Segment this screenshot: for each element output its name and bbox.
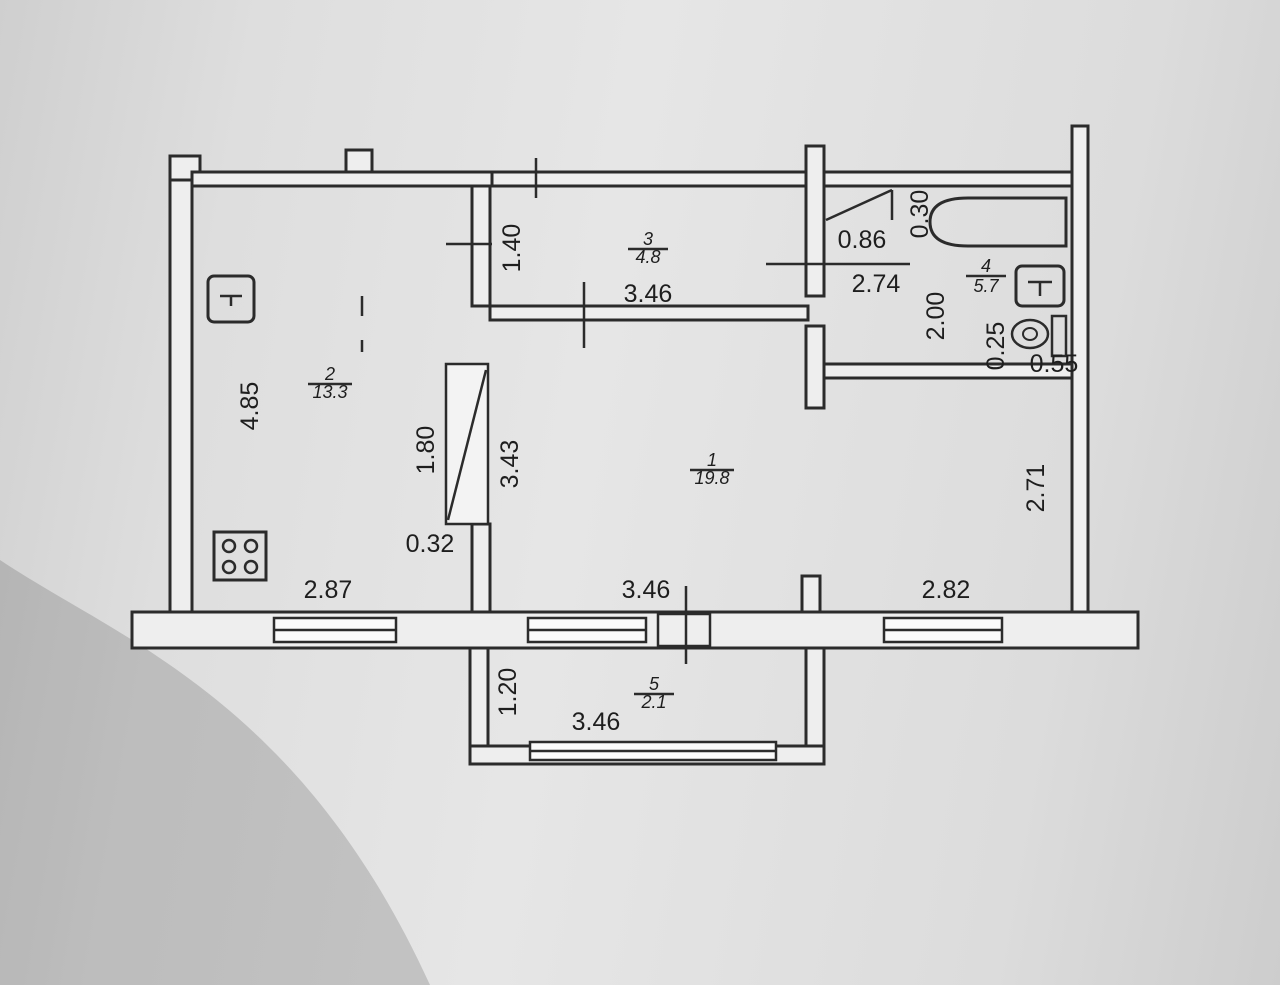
dim-kitchen-width: 2.87: [304, 576, 353, 604]
dim-right-width: 2.82: [922, 576, 971, 604]
bathtub-icon: [928, 196, 1068, 248]
room-4-label: 4 5.7: [966, 256, 1006, 296]
room-5-label: 5 2.1: [634, 674, 674, 712]
dim-room-height: 3.43: [496, 440, 524, 489]
walls: [130, 124, 1140, 766]
washbasin-icon: [1014, 264, 1066, 308]
room-2-area: 13.3: [312, 382, 347, 402]
dim-hall-depth: 1.40: [498, 224, 526, 273]
room-1-area: 19.8: [694, 468, 729, 488]
room-2-number: 2: [324, 364, 335, 384]
dim-balcony-width: 3.46: [572, 708, 621, 736]
room-3-area: 4.8: [635, 247, 660, 267]
room-1-number: 1: [707, 450, 717, 470]
dim-bath-small-a: 0.25: [982, 322, 1010, 371]
dim-right-height: 2.71: [1022, 464, 1050, 513]
dim-kitchen-door: 1.80: [412, 426, 440, 475]
dim-room-width: 3.46: [622, 576, 671, 604]
dim-bath-height: 2.00: [922, 292, 950, 341]
room-5-area: 2.1: [640, 692, 666, 712]
dimension-labels: 4.85 2.87 1.80 0.32 1.40 3.46 3.43 3.46 …: [236, 190, 1078, 736]
photo-shadow: [0, 560, 430, 985]
room-4-number: 4: [981, 256, 991, 276]
dim-balcony-height: 1.20: [494, 668, 522, 717]
toilet-icon: [1010, 314, 1068, 358]
room-4-area: 5.7: [973, 276, 999, 296]
stove-icon: [212, 530, 268, 582]
dim-bath-width: 2.74: [852, 270, 901, 298]
marks: [360, 158, 910, 664]
dim-kitchen-height: 4.85: [236, 382, 264, 431]
dim-bath-left: 0.86: [838, 226, 887, 254]
dim-bath-small-b: 0.55: [1030, 350, 1079, 378]
room-1-label: 1 19.8: [690, 450, 734, 488]
room-3-number: 3: [643, 229, 653, 249]
dim-bath-top: 0.30: [906, 190, 934, 239]
room-3-label: 3 4.8: [628, 229, 668, 267]
room-5-number: 5: [649, 674, 660, 694]
dim-hall-width: 3.46: [624, 280, 673, 308]
dim-wall-thickness: 0.32: [406, 530, 455, 558]
kitchen-sink-icon: [206, 274, 256, 324]
room-2-label: 2 13.3: [308, 364, 352, 402]
